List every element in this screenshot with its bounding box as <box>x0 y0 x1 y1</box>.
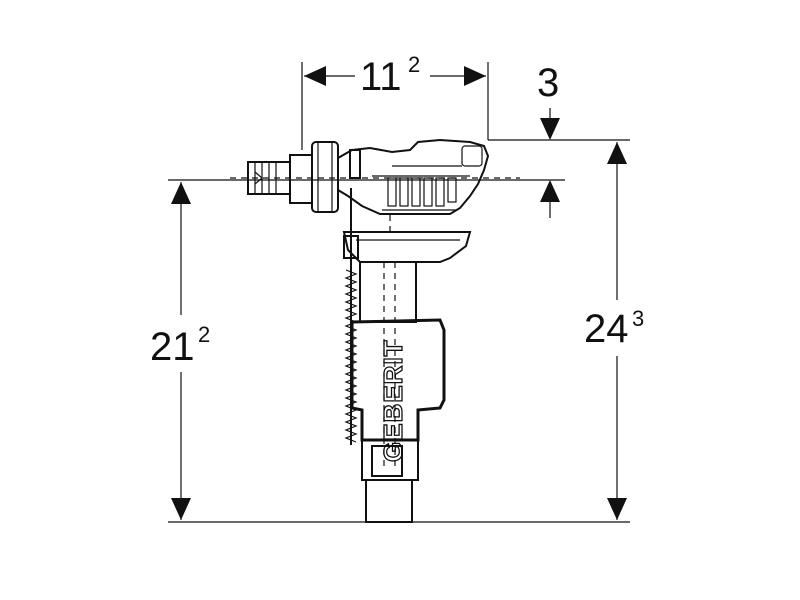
float-cup <box>342 231 472 263</box>
right-arrow-up <box>607 142 627 164</box>
offset-arrow-up <box>540 180 560 202</box>
right-height-dimension: 24 3 <box>584 142 644 520</box>
left-arrow-down <box>171 498 191 520</box>
inlet-connector <box>247 141 339 213</box>
left-height-value-sup: 2 <box>198 322 210 347</box>
offset-dimension: 3 <box>537 61 560 218</box>
right-height-value-sup: 3 <box>632 306 644 331</box>
fill-valve: GEBERIT <box>230 138 520 523</box>
valve-shaft <box>359 261 417 323</box>
left-arrow-up <box>171 182 191 204</box>
outlet-pipe <box>365 479 413 523</box>
width-arrow-left <box>304 66 326 86</box>
left-height-value: 21 <box>150 325 195 369</box>
left-height-dimension: 21 2 <box>150 182 210 520</box>
outlet-marker <box>371 445 403 477</box>
width-arrow-right <box>464 66 486 86</box>
offset-value: 3 <box>537 61 559 105</box>
brand-lettering: GEBERIT <box>378 339 408 462</box>
right-arrow-down <box>607 498 627 520</box>
float-body <box>350 318 446 442</box>
width-value-sup: 2 <box>408 52 420 77</box>
right-height-value: 24 <box>584 307 629 351</box>
offset-arrow-down <box>540 118 560 140</box>
valve-head <box>337 138 490 215</box>
width-dimension: 11 2 <box>301 52 489 150</box>
width-value: 11 <box>360 55 402 99</box>
